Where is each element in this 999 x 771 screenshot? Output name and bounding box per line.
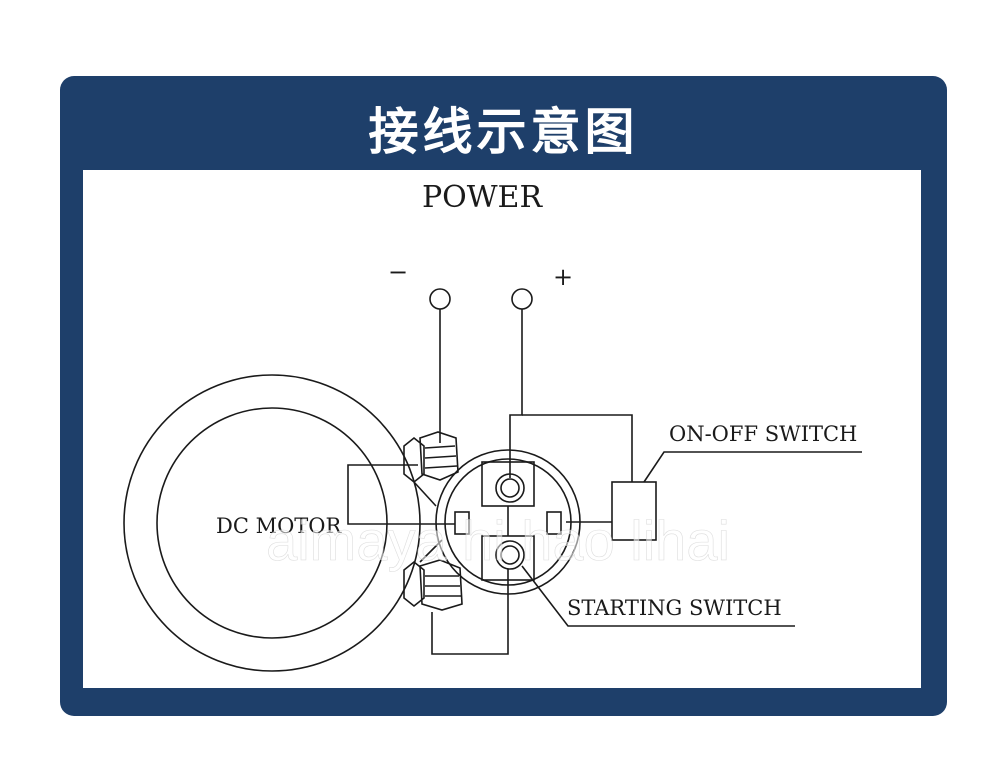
on-off-leader	[643, 451, 862, 483]
field-wire-upper	[347, 464, 455, 525]
power-label: POWER	[422, 180, 544, 215]
negative-sign: −	[388, 258, 408, 286]
bottom-stud-outer	[495, 540, 525, 570]
positive-terminal	[511, 288, 533, 310]
motor-outer-ring	[123, 374, 421, 672]
lower-terminal-stack	[403, 539, 463, 611]
on-off-switch-label: ON-OFF SWITCH	[669, 422, 857, 446]
positive-sign: +	[553, 263, 573, 291]
right-contact	[546, 511, 562, 535]
motor-lower-wire	[431, 569, 509, 655]
upper-terminal-stack	[403, 431, 459, 507]
solenoid-core-top	[481, 461, 535, 507]
positive-wire	[509, 309, 523, 478]
motor-label: DC MOTOR	[216, 514, 343, 538]
negative-terminal	[429, 288, 451, 310]
motor-inner-ring	[156, 407, 388, 639]
diagram-canvas	[83, 170, 921, 688]
left-contact	[454, 511, 470, 535]
watermark: aimaya hi hao lihai	[266, 509, 730, 572]
starting-switch-label: STARTING SWITCH	[567, 596, 782, 620]
on-off-switch-box	[611, 481, 657, 541]
page-title: 接线示意图	[368, 103, 639, 161]
starting-leader	[521, 565, 795, 627]
top-stud-inner	[500, 478, 520, 498]
on-off-loop-wire	[522, 414, 633, 482]
top-stud-outer	[495, 473, 525, 503]
bottom-stud-inner	[500, 545, 520, 565]
